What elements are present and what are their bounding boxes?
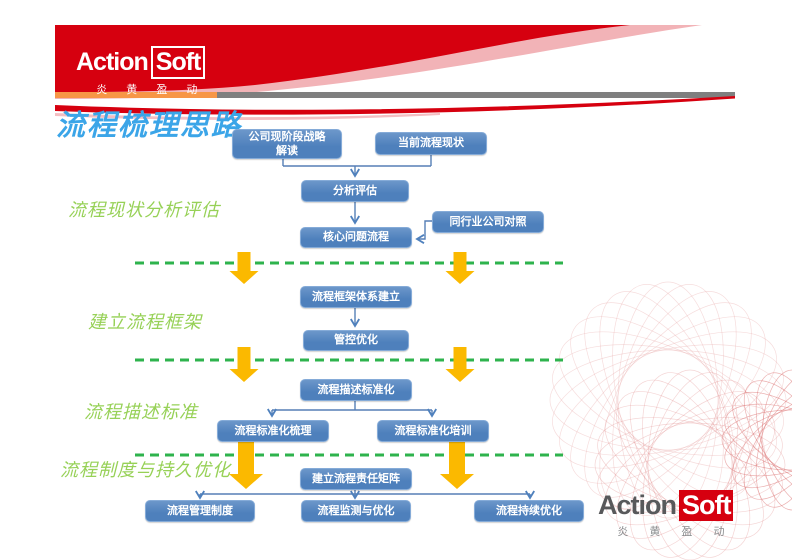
logo-chinese-text: 炎 黄 盈 动 — [617, 526, 734, 538]
logo-soft-text: Soft — [679, 490, 734, 521]
flow-node-framework: 流程框架体系建立 — [300, 286, 412, 308]
logo-action-text: Action — [598, 490, 677, 520]
phase-block-arrows — [229, 252, 475, 489]
actionsoft-logo-header: Action Soft 炎 黄 盈 动 — [76, 46, 206, 97]
flow-node-std-training: 流程标准化培训 — [377, 420, 489, 442]
flow-node-responsibility: 建立流程责任矩阵 — [300, 468, 412, 490]
header-swoosh — [55, 25, 735, 121]
actionsoft-logo-footer: Action Soft 炎 黄 盈 动 — [598, 490, 734, 539]
logo-action-text: Action — [76, 48, 149, 76]
stage-label-optimize: 流程制度与持久优化 — [60, 460, 231, 480]
phase-separators — [135, 261, 563, 457]
flow-node-governance: 管控优化 — [303, 330, 409, 351]
stage-label-framework: 建立流程框架 — [88, 312, 202, 332]
accent-bar-orange — [55, 92, 217, 98]
flow-node-current-state: 当前流程现状 — [375, 132, 487, 155]
flow-node-core-issues: 核心问题流程 — [300, 227, 412, 248]
flow-node-std-sorting: 流程标准化梳理 — [217, 420, 329, 442]
flow-node-benchmark: 同行业公司对照 — [432, 211, 544, 233]
spirograph-decoration — [549, 281, 792, 560]
logo-chinese-text: 炎 黄 盈 动 — [96, 84, 206, 96]
flow-node-strategy: 公司现阶段战略 解读 — [232, 129, 342, 159]
page-title: 流程梳理思路 — [56, 110, 243, 142]
flow-node-monitoring: 流程监测与优化 — [301, 500, 411, 522]
flow-node-description-std: 流程描述标准化 — [300, 379, 412, 401]
stage-label-analysis: 流程现状分析评估 — [68, 200, 220, 220]
logo-soft-text: Soft — [150, 46, 206, 79]
flow-node-mgmt-system: 流程管理制度 — [145, 500, 255, 522]
accent-bar-gray — [217, 92, 735, 98]
flow-node-analysis: 分析评估 — [301, 180, 409, 202]
flow-node-continuous: 流程持续优化 — [474, 500, 584, 522]
stage-label-standard: 流程描述标准 — [84, 402, 198, 422]
connectors — [195, 155, 535, 500]
